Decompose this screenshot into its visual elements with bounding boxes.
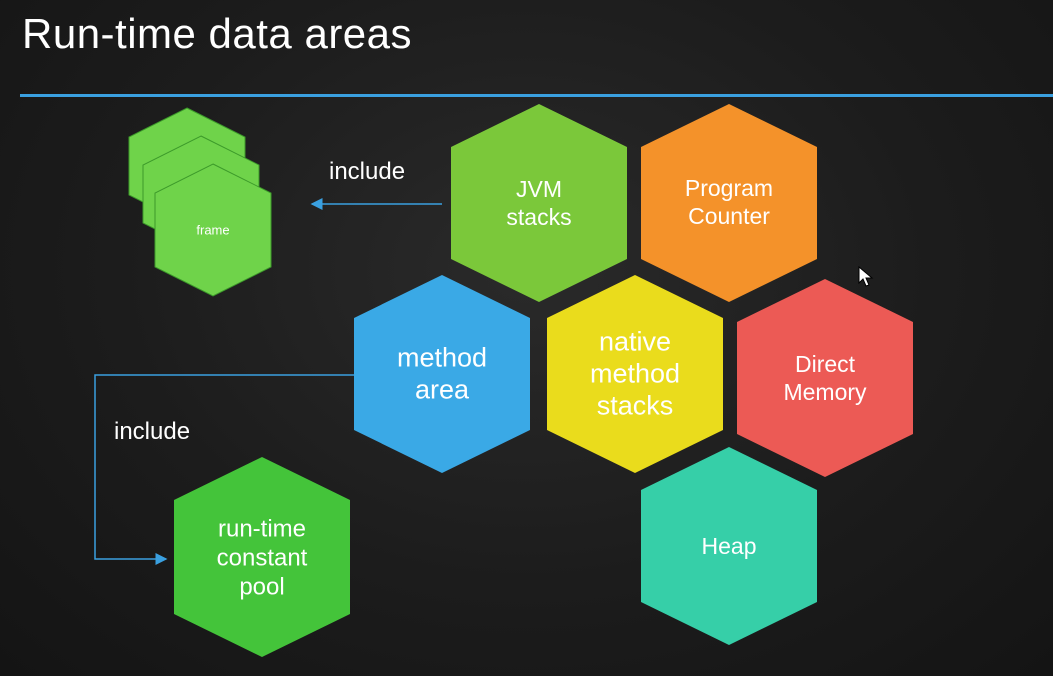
method-area-hex [354, 275, 530, 473]
label-line: constant [217, 544, 308, 571]
label-line: stacks [506, 204, 571, 230]
title-divider [20, 94, 1053, 97]
label-line: Memory [783, 379, 867, 405]
native-method-stacks-hex [547, 275, 723, 473]
label-line: method [590, 358, 680, 388]
label-line: frame [196, 223, 229, 238]
label-line: Program [685, 175, 773, 201]
heap-label: Heap [702, 533, 757, 559]
method-area-to-pool-arrow [94, 374, 354, 565]
label-line: JVM [516, 176, 562, 202]
label-line: pool [239, 573, 284, 600]
mouse-pointer-icon [858, 266, 874, 287]
label-line: method [397, 342, 487, 372]
method-area-include-label: include [114, 418, 191, 445]
frame-label: frame [196, 223, 229, 238]
label-line: run-time [218, 515, 306, 542]
program-counter-hex [641, 104, 817, 302]
run-time-constant-pool-hex [174, 457, 350, 657]
label-line: Heap [702, 533, 757, 559]
slide-title: Run-time data areas [22, 10, 413, 57]
jvm-stacks-hex [451, 104, 627, 302]
label-line: native [599, 326, 671, 356]
stacks-include-label: include [329, 158, 406, 185]
label-line: Direct [795, 351, 856, 377]
frame-hex-front [154, 163, 272, 297]
direct-memory-hex [737, 279, 913, 477]
label-line: area [415, 374, 470, 404]
label-line: Counter [688, 203, 770, 229]
frame-stack: frame [128, 107, 272, 297]
label-line: stacks [597, 390, 674, 420]
heap-hex [641, 447, 817, 645]
